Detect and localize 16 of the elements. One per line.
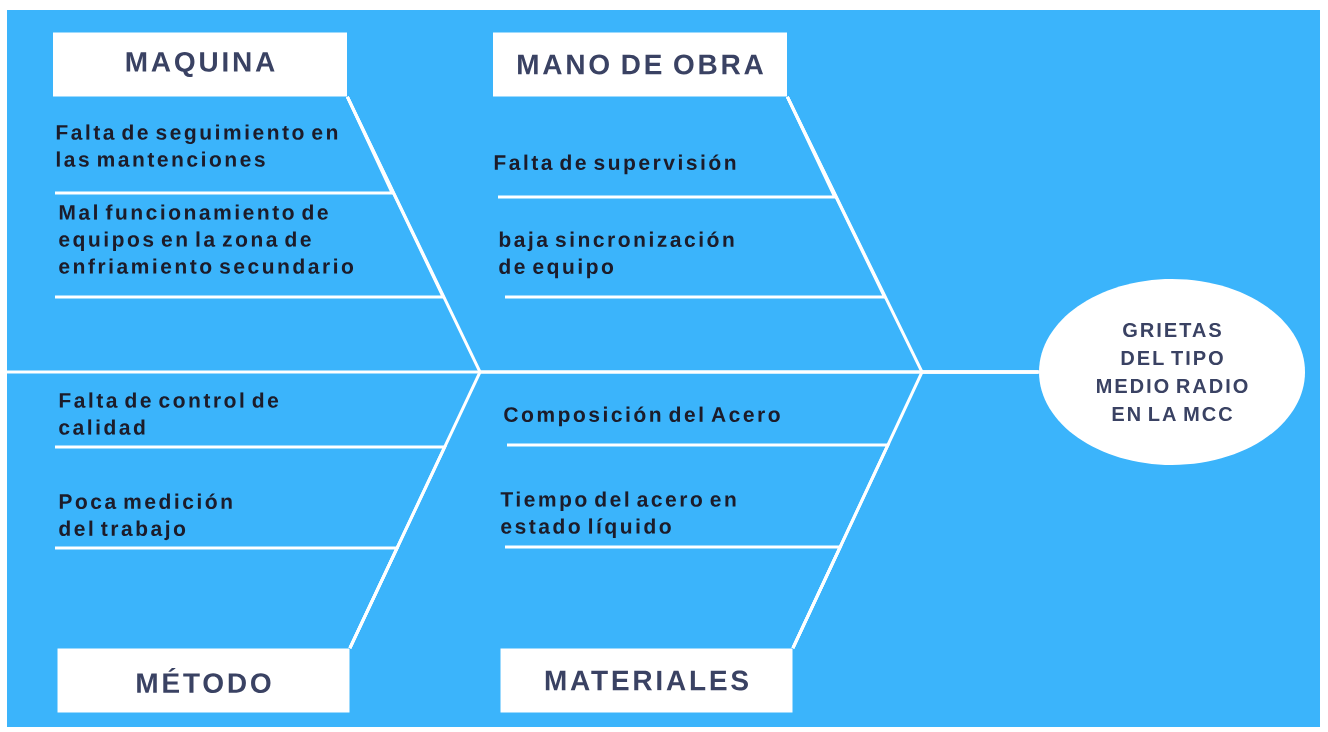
cause-text: Falta de seguimiento en las mantenciones <box>56 124 338 167</box>
cause-line <box>55 546 400 649</box>
cause-text: Falta de supervisión <box>494 154 736 175</box>
cause-line <box>505 545 843 649</box>
category-box: MANO DE OBRA <box>493 32 787 97</box>
cause-text: Tiempo del acero en estado líquido <box>500 491 736 538</box>
category-box: MAQUINA <box>53 32 347 97</box>
cause-text: Falta de control de calidad <box>59 392 279 435</box>
cause-text: baja sincronización de equipo <box>499 231 734 279</box>
category-box: MATERIALES <box>500 648 793 713</box>
cause-text: Composición del Acero <box>504 406 780 427</box>
cause-line <box>55 96 446 299</box>
cause-text: Mal funcionamiento de equipos en la zona de enfriamiento secundario <box>59 204 354 274</box>
cause-text: Poca medición del trabajo <box>59 493 232 541</box>
cause-line <box>505 96 887 299</box>
category-box: MÉTODO <box>57 648 350 713</box>
